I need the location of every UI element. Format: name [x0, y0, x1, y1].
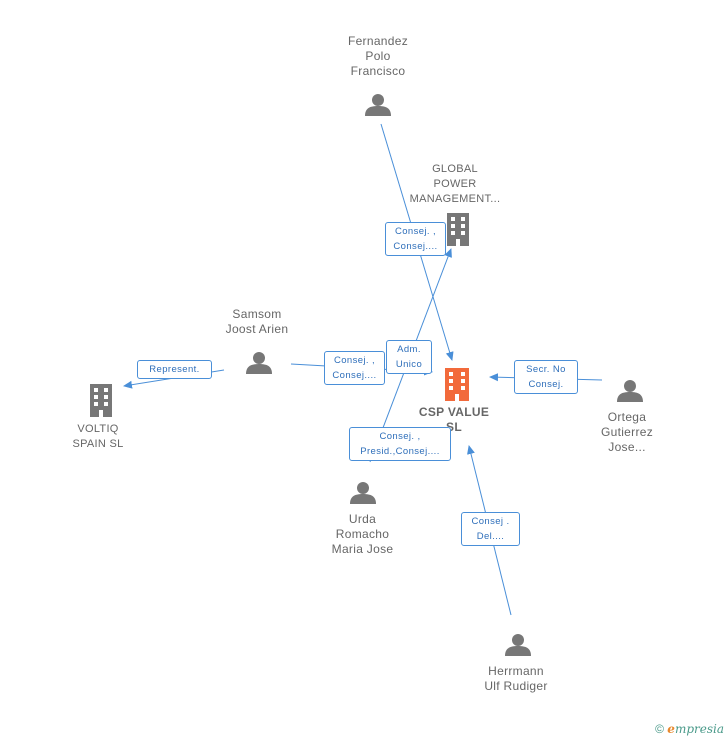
edge-label-line: Consej. , [379, 431, 421, 442]
node-label-line: Herrmann [488, 664, 544, 678]
edge-label-line: Unico [395, 359, 423, 370]
edge-label-line: Consej. [528, 379, 564, 390]
edge-label-ortega-csp[interactable]: Secr. No Consej. [514, 360, 578, 394]
edge-label-herrmann-csp[interactable]: Consej . Del.... [461, 512, 520, 546]
copyright-icon: © [655, 722, 664, 736]
node-label-line: SPAIN SL [72, 438, 124, 450]
person-icon-urda[interactable] [350, 482, 376, 504]
node-label-line: VOLTIQ [77, 423, 119, 435]
person-icon-ortega[interactable] [617, 380, 643, 402]
node-label-line: GLOBAL [432, 163, 478, 175]
person-icon-fernandez[interactable] [365, 94, 391, 116]
edge-label-global-csp[interactable]: Adm. Unico [386, 340, 432, 374]
node-label-ortega[interactable]: Ortega Gutierrez Jose... [577, 410, 677, 455]
node-label-line: Polo [365, 49, 391, 63]
edge-label-line: Presid.,Consej.... [360, 446, 440, 457]
edge-label-line: Consej . [471, 516, 510, 527]
edge-label-line: Consej.... [332, 370, 377, 381]
node-label-line: Francisco [350, 64, 406, 78]
node-label-fernandez[interactable]: Fernandez Polo Francisco [318, 34, 438, 79]
node-label-line: MANAGEMENT... [409, 193, 501, 205]
building-icon-global-power[interactable] [447, 213, 469, 246]
node-label-line: Samsom [232, 307, 282, 321]
edge-label-line: Represent. [149, 364, 200, 375]
node-label-line: Urda [348, 512, 377, 526]
edge-label-samsom-csp[interactable]: Consej. , Consej.... [324, 351, 385, 385]
building-icon-voltiq[interactable] [90, 384, 112, 417]
node-label-samsom[interactable]: Samsom Joost Arien [197, 307, 317, 337]
node-label-line: Ortega [607, 410, 647, 424]
node-label-line: Fernandez [347, 34, 409, 48]
node-label-line: Jose... [608, 440, 646, 454]
edge-label-line: Secr. No [526, 364, 566, 375]
node-label-line: Ulf Rudiger [484, 679, 548, 693]
node-label-urda[interactable]: Urda Romacho Maria Jose [310, 512, 415, 557]
node-label-global-power[interactable]: GLOBAL POWER MANAGEMENT... [395, 162, 515, 207]
edge-label-fernandez-csp[interactable]: Consej. , Consej.... [385, 222, 446, 256]
node-label-csp-value[interactable]: CSP VALUE SL [404, 405, 504, 435]
node-label-line: CSP VALUE [418, 405, 490, 419]
edge-label-line: Del.... [476, 531, 505, 542]
node-label-voltiq[interactable]: VOLTIQ SPAIN SL [48, 422, 148, 452]
person-icon-samsom[interactable] [246, 352, 272, 374]
node-label-line: POWER [433, 178, 477, 190]
edge-label-line: Consej.... [393, 241, 438, 252]
brand-footer: © empresia [655, 722, 724, 736]
person-icon-herrmann[interactable] [505, 634, 531, 656]
edge-label-urda-global[interactable]: Consej. , Presid.,Consej.... [349, 427, 451, 461]
building-icon-csp-value[interactable] [445, 368, 469, 401]
node-label-line: Romacho [335, 527, 390, 541]
node-label-line: Gutierrez [600, 425, 654, 439]
edge-label-samsom-voltiq[interactable]: Represent. [137, 360, 212, 379]
edge-label-line: Consej. , [394, 226, 437, 237]
node-label-herrmann[interactable]: Herrmann Ulf Rudiger [466, 664, 566, 694]
brand-logo-text: mpresia [674, 722, 724, 736]
brand-logo-letter: e [667, 722, 675, 736]
node-label-line: Joost Arien [225, 322, 289, 336]
edge-label-line: Adm. [397, 344, 421, 355]
edge-label-line: Consej. , [333, 355, 376, 366]
node-label-line: Maria Jose [331, 542, 394, 556]
